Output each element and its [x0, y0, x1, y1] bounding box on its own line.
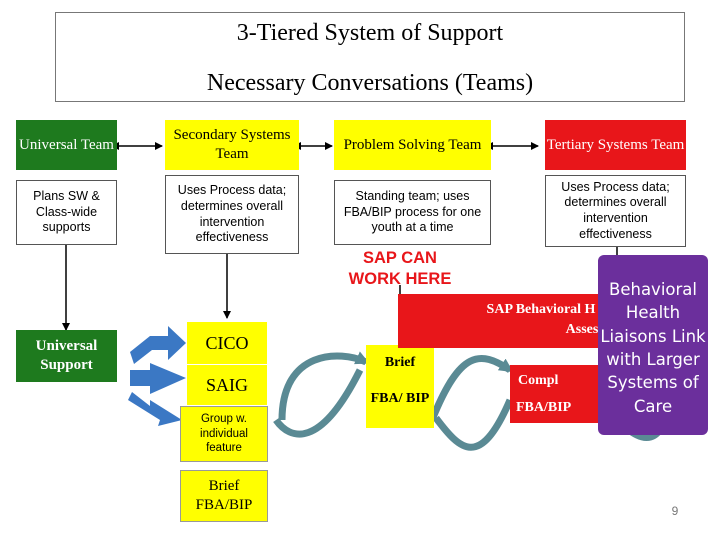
complex-line2: FBA/BIP — [516, 399, 572, 415]
teal-curve-to-complex — [428, 355, 514, 422]
teal-curve-to-brief — [278, 351, 370, 421]
sap-assessment-line2: Asses — [565, 322, 599, 338]
group-individual-feature-box: Group w. individual feature — [180, 406, 268, 462]
universal-team-box: Universal Team — [16, 120, 117, 170]
cico-box: CICO — [187, 322, 267, 364]
page-number: 9 — [671, 504, 679, 518]
secondary-team-box: Secondary Systems Team — [165, 120, 299, 170]
title-box — [55, 12, 685, 102]
universal-team-description: Plans SW & Class-wide supports — [16, 180, 117, 245]
saig-box: SAIG — [187, 365, 267, 405]
teal-curve-return — [273, 368, 364, 438]
blue-arrow-to-cico — [130, 326, 186, 364]
sap-assessment-line1: SAP Behavioral H — [486, 302, 596, 317]
problem-solving-team-box: Problem Solving Team — [334, 120, 491, 170]
universal-support-box: Universal Support — [16, 330, 117, 382]
sap-can-work-here-label: SAP CAN WORK HERE — [348, 249, 452, 288]
complex-line1: Compl — [518, 373, 559, 388]
brief-fba-bip-box: Brief FBA/BIP — [180, 470, 268, 522]
tertiary-team-description: Uses Process data; determines overall in… — [545, 175, 686, 247]
page-title: 3-Tiered System of Support — [236, 20, 504, 46]
blue-arrow-to-group — [128, 392, 182, 426]
teal-curve-back — [433, 398, 514, 451]
blue-arrow-to-saig — [130, 363, 186, 394]
fba-bip-box: FBA/ BIP — [366, 370, 434, 428]
tertiary-team-box: Tertiary Systems Team — [545, 120, 686, 170]
secondary-team-description: Uses Process data; determines overall in… — [165, 175, 299, 254]
problem-solving-team-description: Standing team; uses FBA/BIP process for … — [334, 180, 491, 245]
page-subtitle: Necessary Conversations (Teams) — [206, 70, 534, 96]
behavioral-health-liaisons-callout: Behavioral Health Liaisons Link with Lar… — [598, 255, 708, 435]
